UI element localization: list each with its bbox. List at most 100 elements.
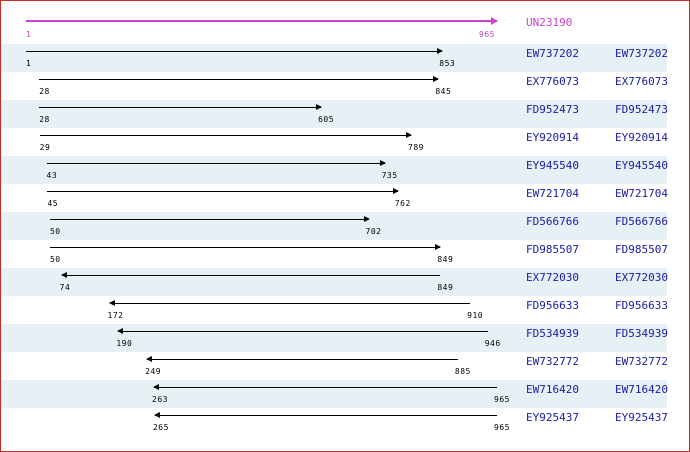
- accession-link[interactable]: EY945540: [526, 159, 579, 172]
- alignment-row: 45 762 EW721704 EW721704: [1, 184, 668, 212]
- alignment-end-label: 845: [435, 87, 452, 96]
- alignment-end-label: 762: [394, 199, 411, 208]
- accession-link-secondary[interactable]: FD985507: [615, 243, 668, 256]
- alignment-start-label: 28: [39, 87, 50, 96]
- alignment-end-label: 702: [365, 227, 382, 236]
- alignment-arrow: [26, 51, 443, 52]
- accession-link-secondary[interactable]: EY920914: [615, 131, 668, 144]
- alignment-start-label: 29: [39, 143, 51, 152]
- alignment-rows: 1 853 EW737202 EW737202 28 845 EX776073 EX77607…: [1, 44, 689, 436]
- arrowhead-right-icon: [379, 160, 386, 166]
- alignment-start-label: 1: [26, 59, 32, 68]
- accession-link-secondary[interactable]: EY945540: [615, 159, 668, 172]
- arrowhead-right-icon: [437, 48, 444, 54]
- accession-link[interactable]: FD985507: [526, 243, 579, 256]
- accession-link[interactable]: EX776073: [526, 75, 579, 88]
- alignment-end-label: 735: [381, 171, 398, 180]
- reference-arrowhead: [491, 17, 498, 25]
- alignment-arrow: [39, 79, 439, 80]
- accession-link-secondary[interactable]: EW721704: [615, 187, 668, 200]
- alignment-row: 43 735 EY945540 EY945540: [1, 156, 668, 184]
- accession-link[interactable]: EY925437: [526, 411, 579, 424]
- alignment-row: 1 853 EW737202 EW737202: [1, 44, 668, 72]
- alignment-end-label: 853: [439, 59, 456, 68]
- alignment-arrow: [118, 331, 488, 332]
- arrowhead-right-icon: [316, 104, 323, 110]
- arrowhead-right-icon: [392, 188, 399, 194]
- alignment-row: 50 702 FD566766 FD566766: [1, 212, 668, 240]
- alignment-end-label: 849: [437, 255, 454, 264]
- accession-link[interactable]: EW732772: [526, 355, 579, 368]
- arrowhead-right-icon: [406, 132, 412, 138]
- alignment-row: 265 965 EY925437 EY925437: [1, 408, 668, 436]
- accession-link-secondary[interactable]: FD956633: [615, 299, 668, 312]
- accession-link[interactable]: FD956633: [526, 299, 579, 312]
- alignment-row: 50 849 FD985507 FD985507: [1, 240, 668, 268]
- alignment-start-label: 74: [59, 283, 71, 292]
- alignment-arrow: [154, 415, 497, 416]
- accession-link[interactable]: FD534939: [526, 327, 579, 340]
- accession-link-secondary[interactable]: EY925437: [615, 411, 668, 424]
- alignment-start-label: 50: [49, 227, 61, 236]
- alignment-arrow: [49, 219, 369, 220]
- accession-link[interactable]: EW721704: [526, 187, 579, 200]
- accession-link[interactable]: EY920914: [526, 131, 579, 144]
- accession-link[interactable]: EW716420: [526, 383, 579, 396]
- accession-link-secondary[interactable]: EW732772: [615, 355, 668, 368]
- accession-link-secondary[interactable]: EX776073: [615, 75, 668, 88]
- alignment-arrow: [109, 303, 471, 304]
- accession-link-secondary[interactable]: FD952473: [615, 103, 668, 116]
- accession-link-secondary[interactable]: EX772030: [615, 271, 668, 284]
- alignment-arrow: [154, 387, 497, 388]
- alignment-end-label: 965: [494, 395, 510, 404]
- alignment-start-label: 28: [39, 115, 50, 124]
- accession-link-secondary[interactable]: EW737202: [615, 47, 668, 60]
- accession-link[interactable]: EX772030: [526, 271, 579, 284]
- alignment-arrow: [49, 247, 441, 248]
- alignment-start-label: 45: [47, 199, 59, 208]
- alignment-end-label: 605: [318, 115, 335, 124]
- alignment-row: 28 845 EX776073 EX776073: [1, 72, 668, 100]
- alignment-start-label: 265: [152, 423, 169, 432]
- alignment-end-label: 789: [408, 143, 424, 152]
- alignment-arrow: [46, 163, 385, 164]
- alignment-start-label: 43: [46, 171, 58, 180]
- reference-end-label: 965: [479, 30, 495, 39]
- arrowhead-right-icon: [363, 216, 370, 222]
- alignment-row: 74 849 EX772030 EX772030: [1, 268, 668, 296]
- alignment-start-label: 249: [145, 367, 162, 376]
- arrowhead-left-icon: [117, 328, 124, 334]
- arrowhead-left-icon: [153, 384, 159, 390]
- accession-link-secondary[interactable]: FD566766: [615, 215, 668, 228]
- accession-link[interactable]: FD952473: [526, 103, 579, 116]
- alignment-arrow: [147, 359, 458, 360]
- alignment-arrow: [61, 275, 441, 276]
- alignment-end-label: 849: [437, 283, 454, 292]
- alignment-row: 263 965 EW716420 EW716420: [1, 380, 668, 408]
- arrowhead-right-icon: [433, 76, 440, 82]
- alignment-end-label: 965: [494, 423, 510, 432]
- alignment-row: 28 605 FD952473 FD952473: [1, 100, 668, 128]
- accession-link-secondary[interactable]: FD534939: [615, 327, 668, 340]
- accession-link[interactable]: EW737202: [526, 47, 579, 60]
- accession-link-secondary[interactable]: EW716420: [615, 383, 668, 396]
- arrowhead-left-icon: [60, 272, 67, 278]
- alignment-start-label: 50: [49, 255, 61, 264]
- alignment-start-label: 172: [107, 311, 124, 320]
- reference-id-label: UN23190: [526, 16, 573, 29]
- alignment-start-label: 190: [116, 339, 133, 348]
- alignment-row: 29 789 EY920914 EY920914: [1, 128, 668, 156]
- alignment-arrow: [47, 191, 398, 192]
- alignment-arrow: [39, 135, 411, 136]
- reference-line: [26, 20, 497, 22]
- alignment-end-label: 885: [454, 367, 471, 376]
- alignment-end-label: 946: [484, 339, 501, 348]
- arrowhead-right-icon: [435, 244, 442, 250]
- alignment-arrow: [39, 107, 322, 108]
- reference-start-label: 1: [26, 30, 32, 39]
- accession-link[interactable]: FD566766: [526, 215, 579, 228]
- arrowhead-left-icon: [108, 300, 115, 306]
- alignment-start-label: 263: [152, 395, 168, 404]
